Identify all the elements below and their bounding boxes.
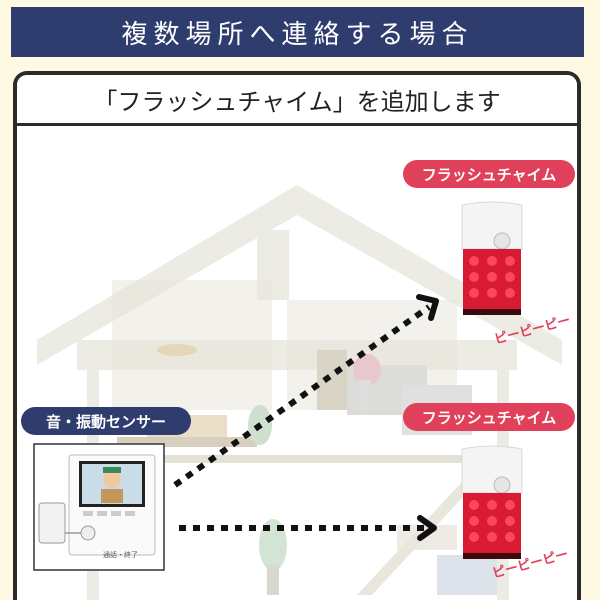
- flash-chime-icon: [461, 445, 523, 559]
- intercom-device-icon: [33, 443, 165, 571]
- dotted-arrow-icon: [173, 294, 439, 541]
- flash-chime-icon: [461, 201, 523, 315]
- chime-label-bottom: フラッシュチャイム: [403, 403, 575, 431]
- sensor-label: 音・振動センサー: [21, 407, 191, 435]
- page-title: 複数場所へ連絡する場合: [11, 7, 584, 57]
- panel-subtitle: 「フラッシュチャイム」を追加します: [17, 75, 577, 126]
- chime-label-top: フラッシュチャイム: [403, 160, 575, 188]
- illustration-panel: 「フラッシュチャイム」を追加します: [13, 71, 581, 600]
- call-button-label: 通話・終了: [103, 551, 138, 559]
